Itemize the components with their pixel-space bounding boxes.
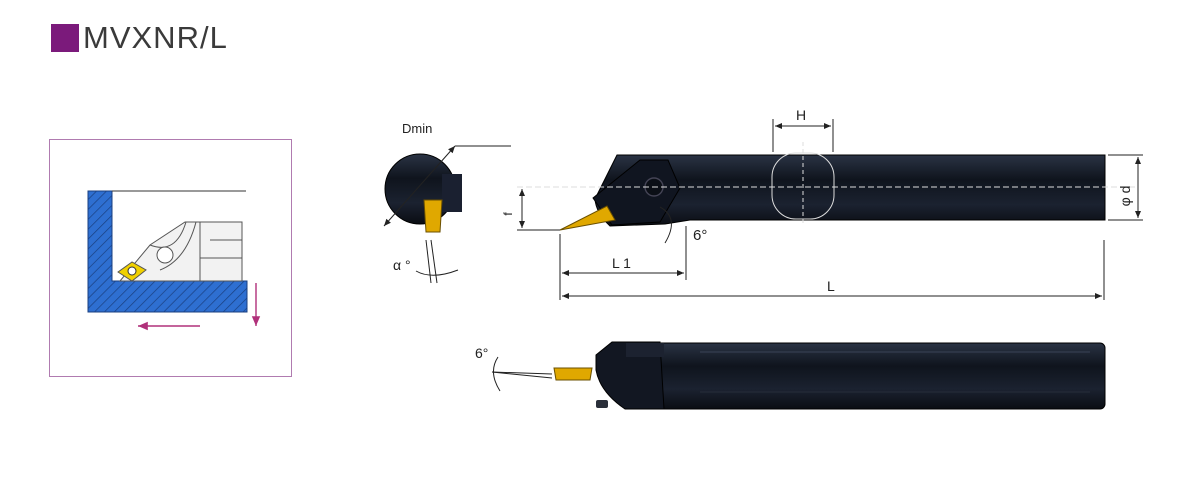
l1-dimension-label: L 1 <box>612 255 631 271</box>
l-dimension-label: L <box>827 278 835 294</box>
boring-bar-side-view <box>517 142 1135 231</box>
h-dimension-label: H <box>796 107 806 123</box>
inset-tool-holder <box>117 221 243 282</box>
workpiece-section <box>87 190 248 313</box>
diameter-d-label: φ d <box>1117 186 1133 207</box>
angle-6deg-top-label: 6° <box>693 227 707 244</box>
angle-6deg-bottom-label: 6° <box>475 345 488 361</box>
title: MVXNR/L <box>51 18 228 58</box>
application-diagram-frame <box>49 139 292 377</box>
end-view <box>383 145 511 284</box>
feed-direction-arrows <box>138 283 261 331</box>
title-text: MVXNR/L <box>83 20 228 55</box>
alpha-label: α ° <box>393 257 411 273</box>
dimension-lines <box>517 119 1143 300</box>
f-dimension-label: f <box>501 212 515 216</box>
dmin-label: Dmin <box>402 121 432 136</box>
boring-bar-photo-view <box>491 341 1106 410</box>
title-marker-square <box>51 24 79 52</box>
